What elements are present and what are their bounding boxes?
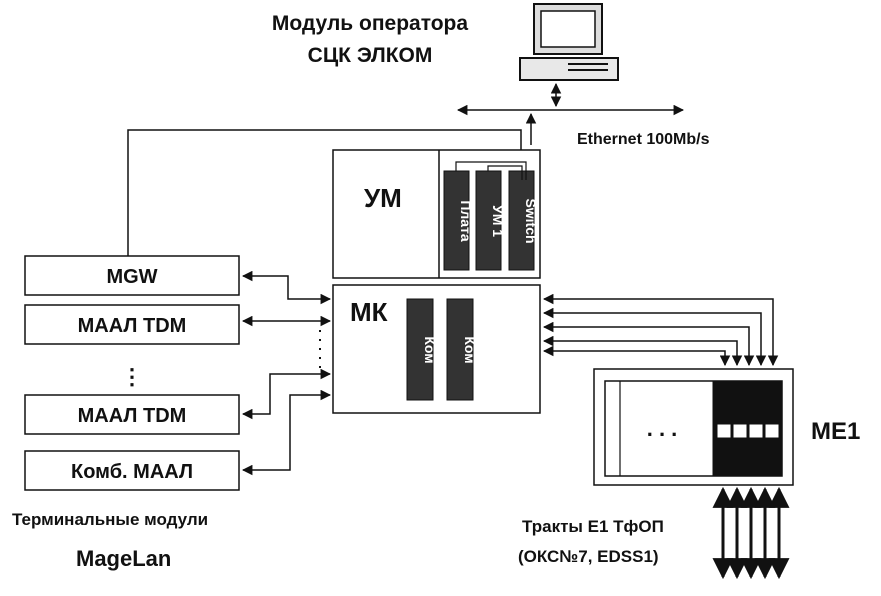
mk-card-2 xyxy=(446,298,474,401)
terminal-maal-tdm-1: МААЛ TDM xyxy=(24,304,240,345)
terminal-maal-tdm-1-label: МААЛ TDM xyxy=(78,315,187,337)
um-card-2-label: УМ 1 xyxy=(490,205,506,237)
terminals-caption-line1: Терминальные модули xyxy=(12,510,208,529)
terminals-caption-line2: MageLan xyxy=(76,546,171,571)
operator-title-line1: Модуль оператора xyxy=(272,12,468,35)
me1-module: . . . МЕ1 xyxy=(593,368,860,486)
um-label: УМ xyxy=(364,183,402,213)
um-card-3-label: Switch xyxy=(523,198,539,243)
me1-label: МЕ1 xyxy=(811,418,860,445)
um-card-1 xyxy=(443,170,470,271)
terminal-maal-tdm-2: МААЛ TDM xyxy=(24,394,240,435)
terminal-dots: ⋮ xyxy=(121,364,143,389)
mgw-to-switch-link xyxy=(127,129,522,256)
mk-me1-links xyxy=(542,293,779,367)
um-card-1-label: Плата xyxy=(458,200,474,242)
um-card-3 xyxy=(508,170,535,271)
e1-trunk-lines xyxy=(712,486,790,580)
me1-caption-line2: (ОКС№7, EDSS1) xyxy=(518,547,659,566)
mk-label: МК xyxy=(350,297,388,327)
mk-module: МК Ком Ком xyxy=(332,284,541,414)
ethernet-label: Ethernet 100Mb/s xyxy=(577,131,710,148)
me1-dots: . . . xyxy=(647,416,678,441)
terminal-maal-tdm-2-label: МААЛ TDM xyxy=(78,405,187,427)
um-module: УМ Плата УМ 1 Switch xyxy=(332,149,541,279)
terminal-mgw: MGW xyxy=(24,255,240,296)
mk-card-1 xyxy=(406,298,434,401)
terminal-komb-maal: Комб. МААЛ xyxy=(24,450,240,491)
terminal-mk-links xyxy=(241,270,332,476)
operator-title-line2: СЦК ЭЛКОМ xyxy=(308,44,433,67)
mk-card-2-label: Ком xyxy=(462,336,478,363)
terminal-mgw-label: MGW xyxy=(106,266,157,288)
me1-caption-line1: Тракты Е1 ТфОП xyxy=(522,517,664,536)
um-card-2 xyxy=(475,170,502,271)
desktop-computer-icon xyxy=(519,3,619,81)
terminal-komb-maal-label: Комб. МААЛ xyxy=(71,461,193,483)
mk-card-1-label: Ком xyxy=(422,336,438,363)
